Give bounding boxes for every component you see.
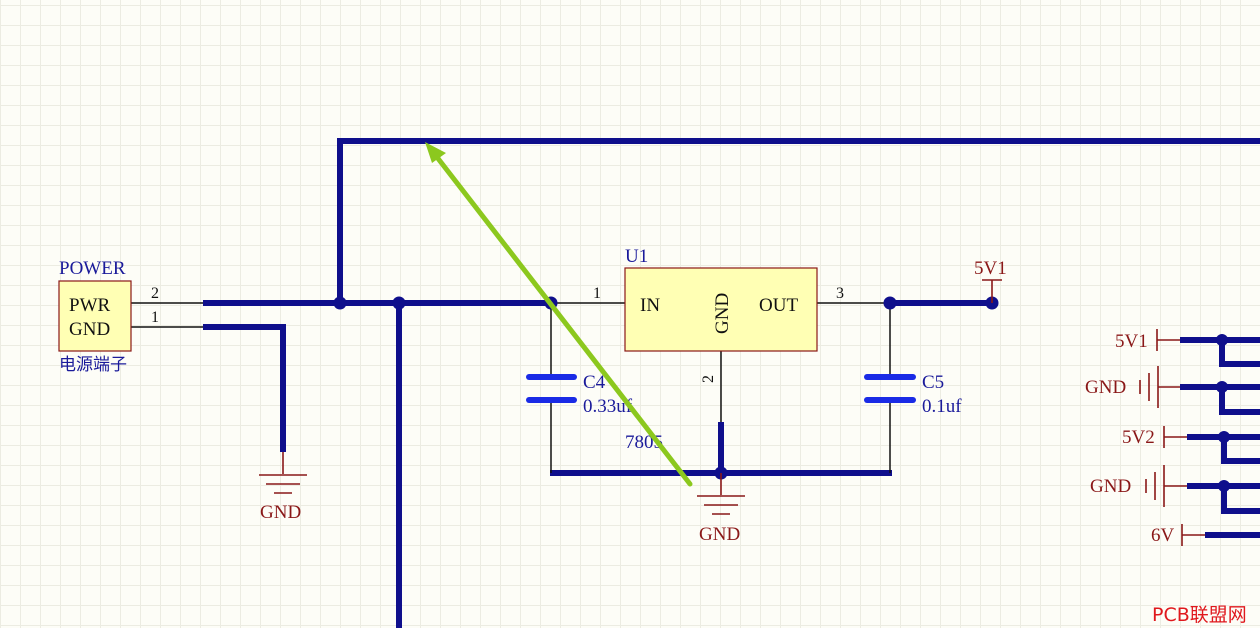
ground-label: GND [260,502,301,523]
wire-top-bus[interactable] [337,138,1260,303]
edge-port-5v1[interactable]: 5V1 [1115,329,1260,367]
capacitor-value: 0.33uf [583,396,633,417]
regulator-pin-number: 2 [700,375,717,383]
edge-port-5v2[interactable]: 5V2 [1122,426,1260,464]
regulator-pin-out: OUT [759,295,798,316]
power-connector[interactable]: POWER PWR GND 2 1 电源端子 [58,258,159,375]
regulator-pin-number: 3 [836,285,844,302]
connector-pin-number: 1 [151,309,159,326]
connector-pin-number: 2 [151,285,159,302]
edge-port-label: 6V [1151,525,1175,546]
regulator-body[interactable] [624,267,818,352]
ground-symbol-regulator[interactable]: GND [697,473,745,545]
capacitor-c4[interactable]: C4 0.33uf [526,372,633,417]
edge-port-gnd[interactable]: GND [1090,465,1260,514]
watermark: PCB联盟网 [1152,604,1247,626]
capacitor-designator: C4 [583,372,606,393]
regulator-pin-in: IN [640,295,660,316]
regulator-designator: U1 [625,246,648,267]
annotation-arrow [425,142,693,487]
edge-port-gnd[interactable]: GND [1085,366,1260,415]
connector-pin-name-gnd: GND [69,319,110,340]
edge-port-6v[interactable]: 6V [1151,524,1260,546]
power-port-5v1[interactable]: 5V1 [974,258,1007,303]
regulator-pin-gnd: GND [712,293,733,334]
edge-port-label: 5V2 [1122,427,1155,448]
capacitor-designator: C5 [922,372,944,393]
regulator-u1[interactable]: U1 IN OUT GND 1 3 2 7805 [593,246,844,453]
junction-dot [883,296,897,310]
regulator-pin-number: 1 [593,285,601,302]
capacitor-c5[interactable]: C5 0.1uf [864,372,962,417]
junction-dot [333,296,347,310]
connector-body[interactable] [58,280,132,352]
ground-label: GND [699,524,740,545]
connector-pin-name-pwr: PWR [69,295,111,316]
ground-symbol-connector[interactable]: GND [259,452,307,523]
right-edge-ports: 5V1 GND 5V2 GND [1085,329,1260,546]
power-port-label: 5V1 [974,258,1007,279]
lead-lines [131,302,891,473]
capacitor-value: 0.1uf [922,396,962,417]
wire-connector-gnd[interactable] [203,324,286,452]
edge-port-label: GND [1085,377,1126,398]
arrow-head-icon [425,142,446,163]
connector-designator: POWER [59,258,126,279]
edge-port-label: 5V1 [1115,331,1148,352]
edge-port-label: GND [1090,476,1131,497]
connector-comment: 电源端子 [59,355,127,375]
junction-dot [392,296,406,310]
